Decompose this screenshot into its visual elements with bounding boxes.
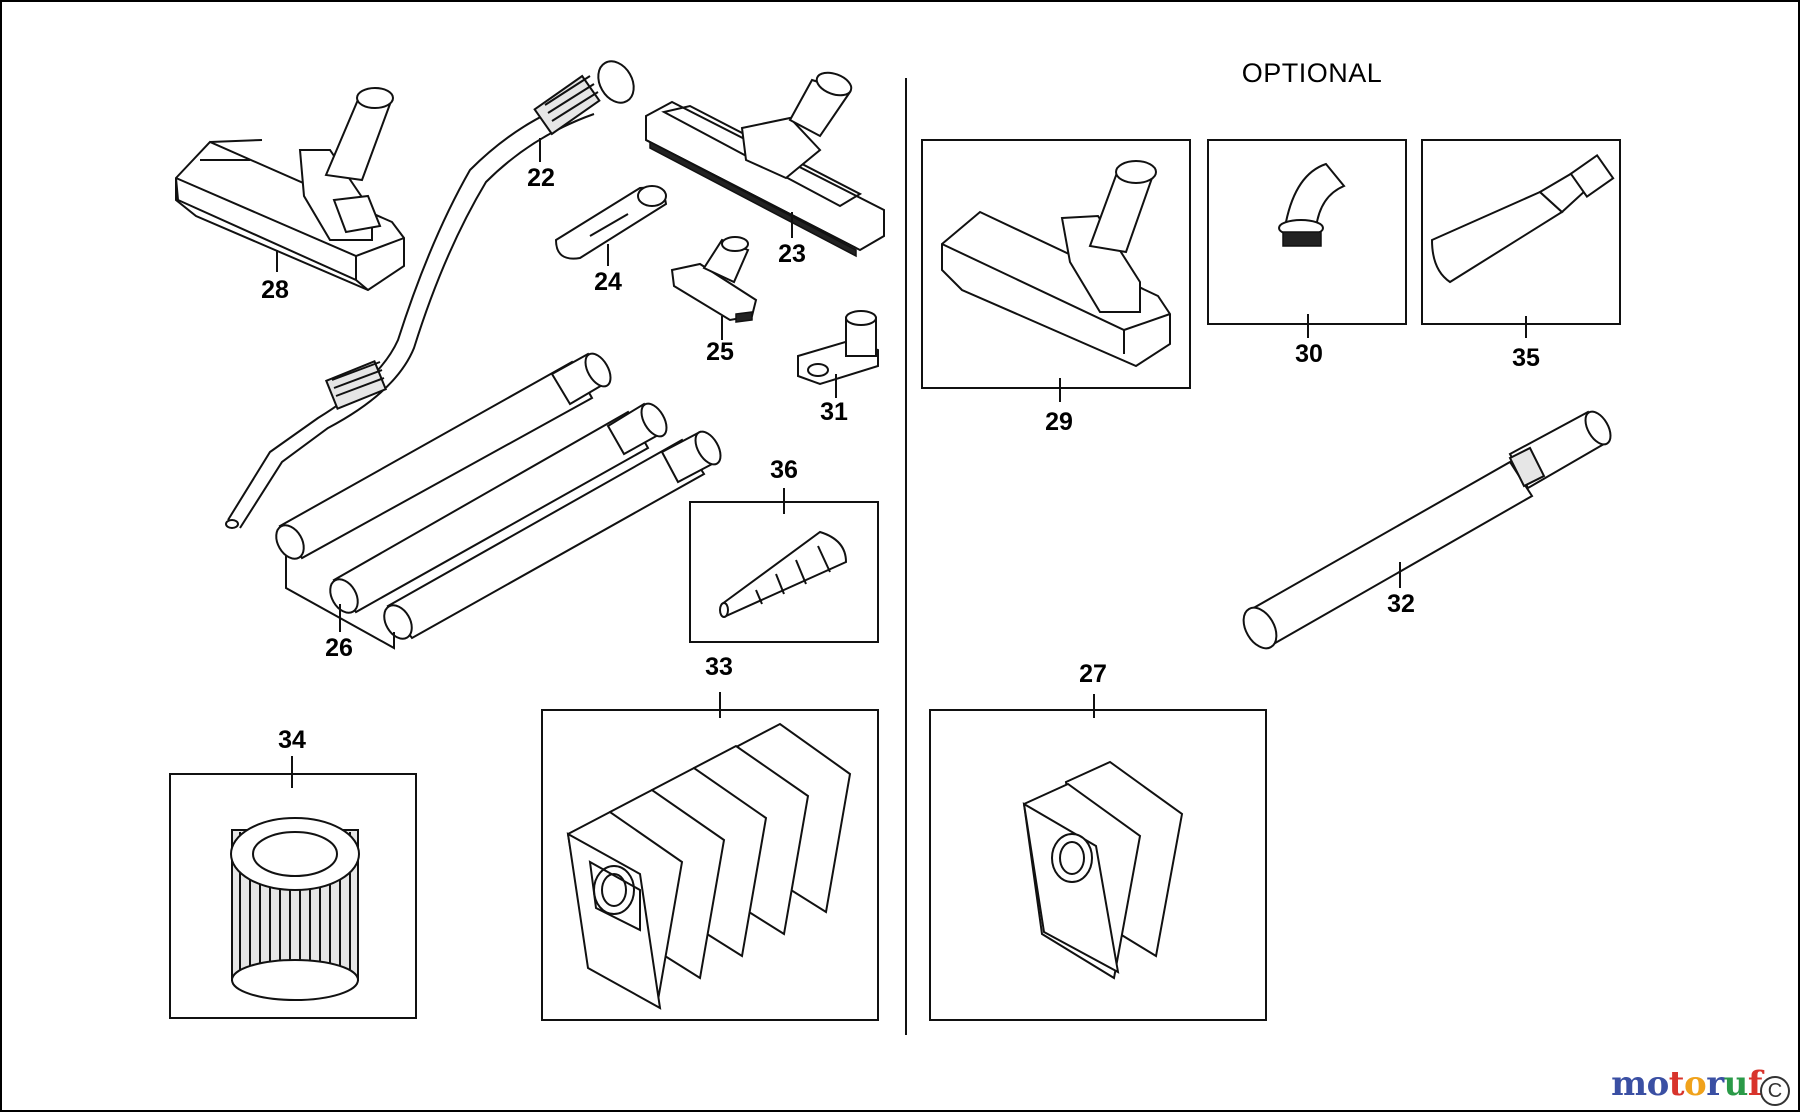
callout-23: 23 <box>778 240 806 268</box>
watermark-letter: f <box>1747 1064 1763 1104</box>
part-36-stepped-adapter <box>689 488 879 643</box>
part-29-floor-nozzle <box>921 139 1191 402</box>
part-31-adapter <box>797 310 879 398</box>
part-34-cartridge-filter <box>169 756 417 1019</box>
watermark-letter: o <box>1684 1064 1707 1104</box>
part-26-extension-tubes <box>275 352 722 650</box>
callout-31: 31 <box>820 398 848 426</box>
watermark-letter: r <box>1706 1064 1724 1104</box>
part-28-floor-nozzle <box>175 87 405 292</box>
callout-29: 29 <box>1045 408 1073 436</box>
part-33-dust-bags <box>541 692 879 1021</box>
callout-22: 22 <box>527 164 555 192</box>
part-24-crevice-tool <box>554 185 668 266</box>
part-35-crevice-nozzle <box>1421 139 1621 338</box>
part-32-telescopic-tube <box>1242 410 1612 650</box>
watermark-letter: m <box>1611 1064 1647 1104</box>
part-23-wide-nozzle <box>645 71 885 258</box>
part-22-hose <box>225 60 635 529</box>
watermark-letter: u <box>1723 1064 1749 1104</box>
copyright-icon: C <box>1760 1076 1790 1106</box>
part-25-upholstery-nozzle <box>670 236 758 340</box>
watermark-letter: o <box>1646 1064 1670 1104</box>
callout-36: 36 <box>770 456 798 484</box>
callout-27: 27 <box>1079 660 1107 688</box>
callout-33: 33 <box>705 653 733 681</box>
callout-35: 35 <box>1512 344 1540 372</box>
callout-28: 28 <box>261 276 289 304</box>
callout-24: 24 <box>594 268 622 296</box>
watermark-logo: motoruf <box>1611 1064 1762 1104</box>
optional-heading: OPTIONAL <box>1241 58 1383 88</box>
callout-30: 30 <box>1295 340 1323 368</box>
part-30-round-brush <box>1207 139 1407 338</box>
callout-32: 32 <box>1387 590 1415 618</box>
callout-26: 26 <box>325 634 353 662</box>
part-27-dust-bags <box>929 694 1267 1021</box>
callout-25: 25 <box>706 338 734 366</box>
callout-34: 34 <box>278 726 306 754</box>
watermark-letter: t <box>1668 1064 1685 1104</box>
